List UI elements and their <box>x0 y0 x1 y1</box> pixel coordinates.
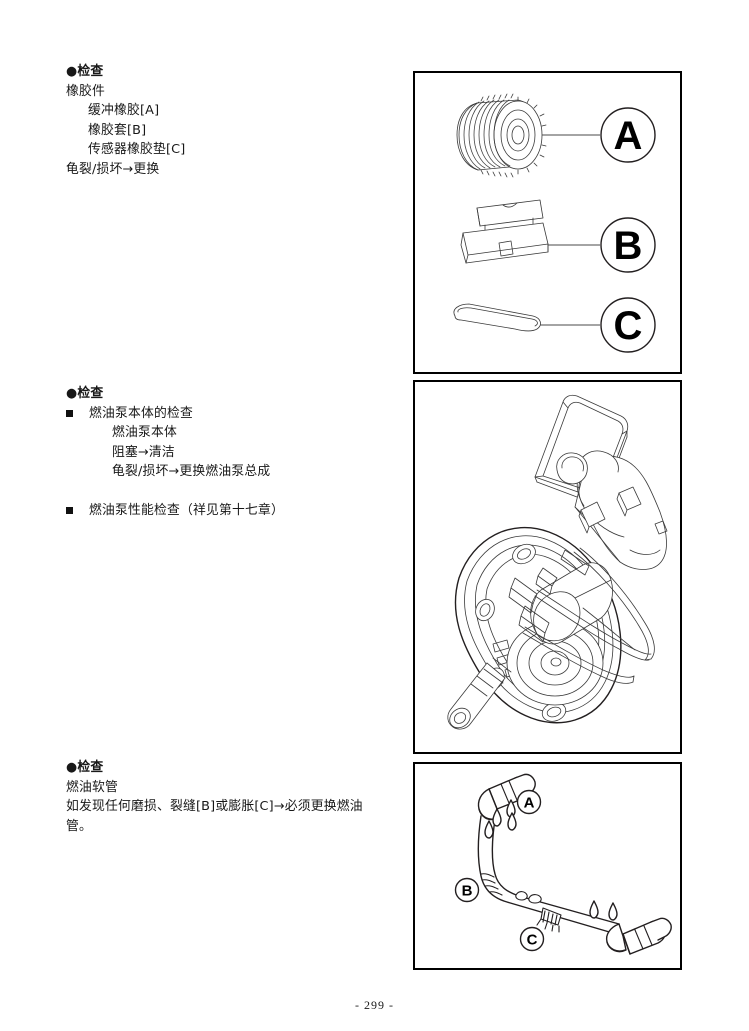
callout-label-b: B <box>614 224 643 268</box>
figure-rubber-parts: A B <box>413 71 682 374</box>
callout-circle-b: B <box>600 217 656 273</box>
line-pump-performance-check: 燃油泵性能检查（祥见第十七章） <box>89 503 284 518</box>
callout-circle-a: A <box>600 107 656 163</box>
line-rubber-sleeve-b: 橡胶套[B] <box>88 122 147 138</box>
bullet-row-pump-performance: 燃油泵性能检查（祥见第十七章） <box>66 501 386 521</box>
line-rubber-parts-title: 橡胶件 <box>66 83 105 99</box>
pump-bracket-arms <box>522 547 655 684</box>
callout-label-c: C <box>614 304 643 348</box>
line-sensor-rubber-pad-c: 传感器橡胶垫[C] <box>88 142 186 157</box>
figure-fuel-pump-drawing <box>447 394 668 730</box>
hose-lower-connector <box>605 917 672 955</box>
page-number: - 299 - <box>355 998 394 1012</box>
callout-circle-a-hose: A <box>516 789 542 815</box>
figure-fuel-hose-drawing: A B C <box>454 773 672 955</box>
callout-label-a-hose: A <box>524 795 535 812</box>
leak-drops-lower <box>589 900 618 921</box>
pump-support-struts <box>508 549 590 643</box>
hose-swelling-mark <box>536 907 562 933</box>
text-block-fuel-hose: ●检查 燃油软管 如发现任何磨损、裂缝[B]或膨胀[C]→必须更换燃油 管。 <box>66 758 396 836</box>
callout-label-a: A <box>614 114 643 158</box>
section-heading-inspect-2: ●检查 <box>66 386 104 401</box>
callout-circle-c-hose: C <box>519 926 545 952</box>
text-block-rubber-parts: ●检查 橡胶件 缓冲橡胶[A] 橡胶套[B] 传感器橡胶垫[C] 龟裂/损坏→更… <box>66 62 386 179</box>
leak-drops-upper <box>484 799 517 839</box>
line-hose-damage-rule-1: 如发现任何磨损、裂缝[B]或膨胀[C]→必须更换燃油 <box>66 799 363 814</box>
pump-filter-canister <box>530 562 613 645</box>
part-a-ribbed-rubber-damper <box>456 93 547 178</box>
square-bullet-icon <box>66 507 73 514</box>
line-crack-damage-replace: 龟裂/损坏→更换 <box>66 161 160 177</box>
line-clog-clean: 阻塞→清洁 <box>112 444 175 460</box>
pump-outlet-nipple <box>447 657 512 730</box>
callout-circle-b-hose: B <box>454 877 480 903</box>
figure-fuel-pump <box>413 380 682 754</box>
callout-label-c-hose: C <box>527 932 538 949</box>
section-heading-inspect-1: ●检查 <box>66 64 104 79</box>
figure-fuel-hose: A B C <box>413 762 682 970</box>
line-hose-damage-rule-2: 管。 <box>66 818 92 834</box>
part-b-rubber-sleeve-block <box>460 199 549 264</box>
line-damper-rubber-a: 缓冲橡胶[A] <box>88 103 160 118</box>
pump-clips <box>535 567 558 595</box>
line-pump-body-inspection: 燃油泵本体的检查 <box>89 405 193 421</box>
fuel-pump-assembly-drawing <box>447 394 668 730</box>
figure-rubber-parts-drawing: A B <box>453 93 656 353</box>
part-c-sensor-rubber-pad <box>453 303 541 332</box>
callout-label-b-hose: B <box>462 883 473 900</box>
section-heading-inspect-3: ●检查 <box>66 760 104 775</box>
bullet-row-pump-body-inspection: 燃油泵本体的检查 <box>66 404 386 424</box>
line-fuel-hose-title: 燃油软管 <box>66 779 118 795</box>
fuel-hose-drawing: A B C <box>454 773 672 955</box>
hose-clamp-bumps <box>515 891 542 904</box>
pump-connector-boss <box>556 452 588 485</box>
pump-motor-body <box>574 450 668 570</box>
square-bullet-icon <box>66 409 73 417</box>
line-pump-body: 燃油泵本体 <box>112 425 177 440</box>
line-crack-replace-pump-assy: 龟裂/损坏→更换燃油泵总成 <box>112 464 271 479</box>
paragraph-spacer <box>66 482 386 502</box>
callout-circle-c: C <box>600 297 656 353</box>
hose-tube <box>477 815 624 937</box>
text-block-fuel-pump: ●检查 燃油泵本体的检查 燃油泵本体 阻塞→清洁 龟裂/损坏→更换燃油泵总成 燃… <box>66 384 386 521</box>
